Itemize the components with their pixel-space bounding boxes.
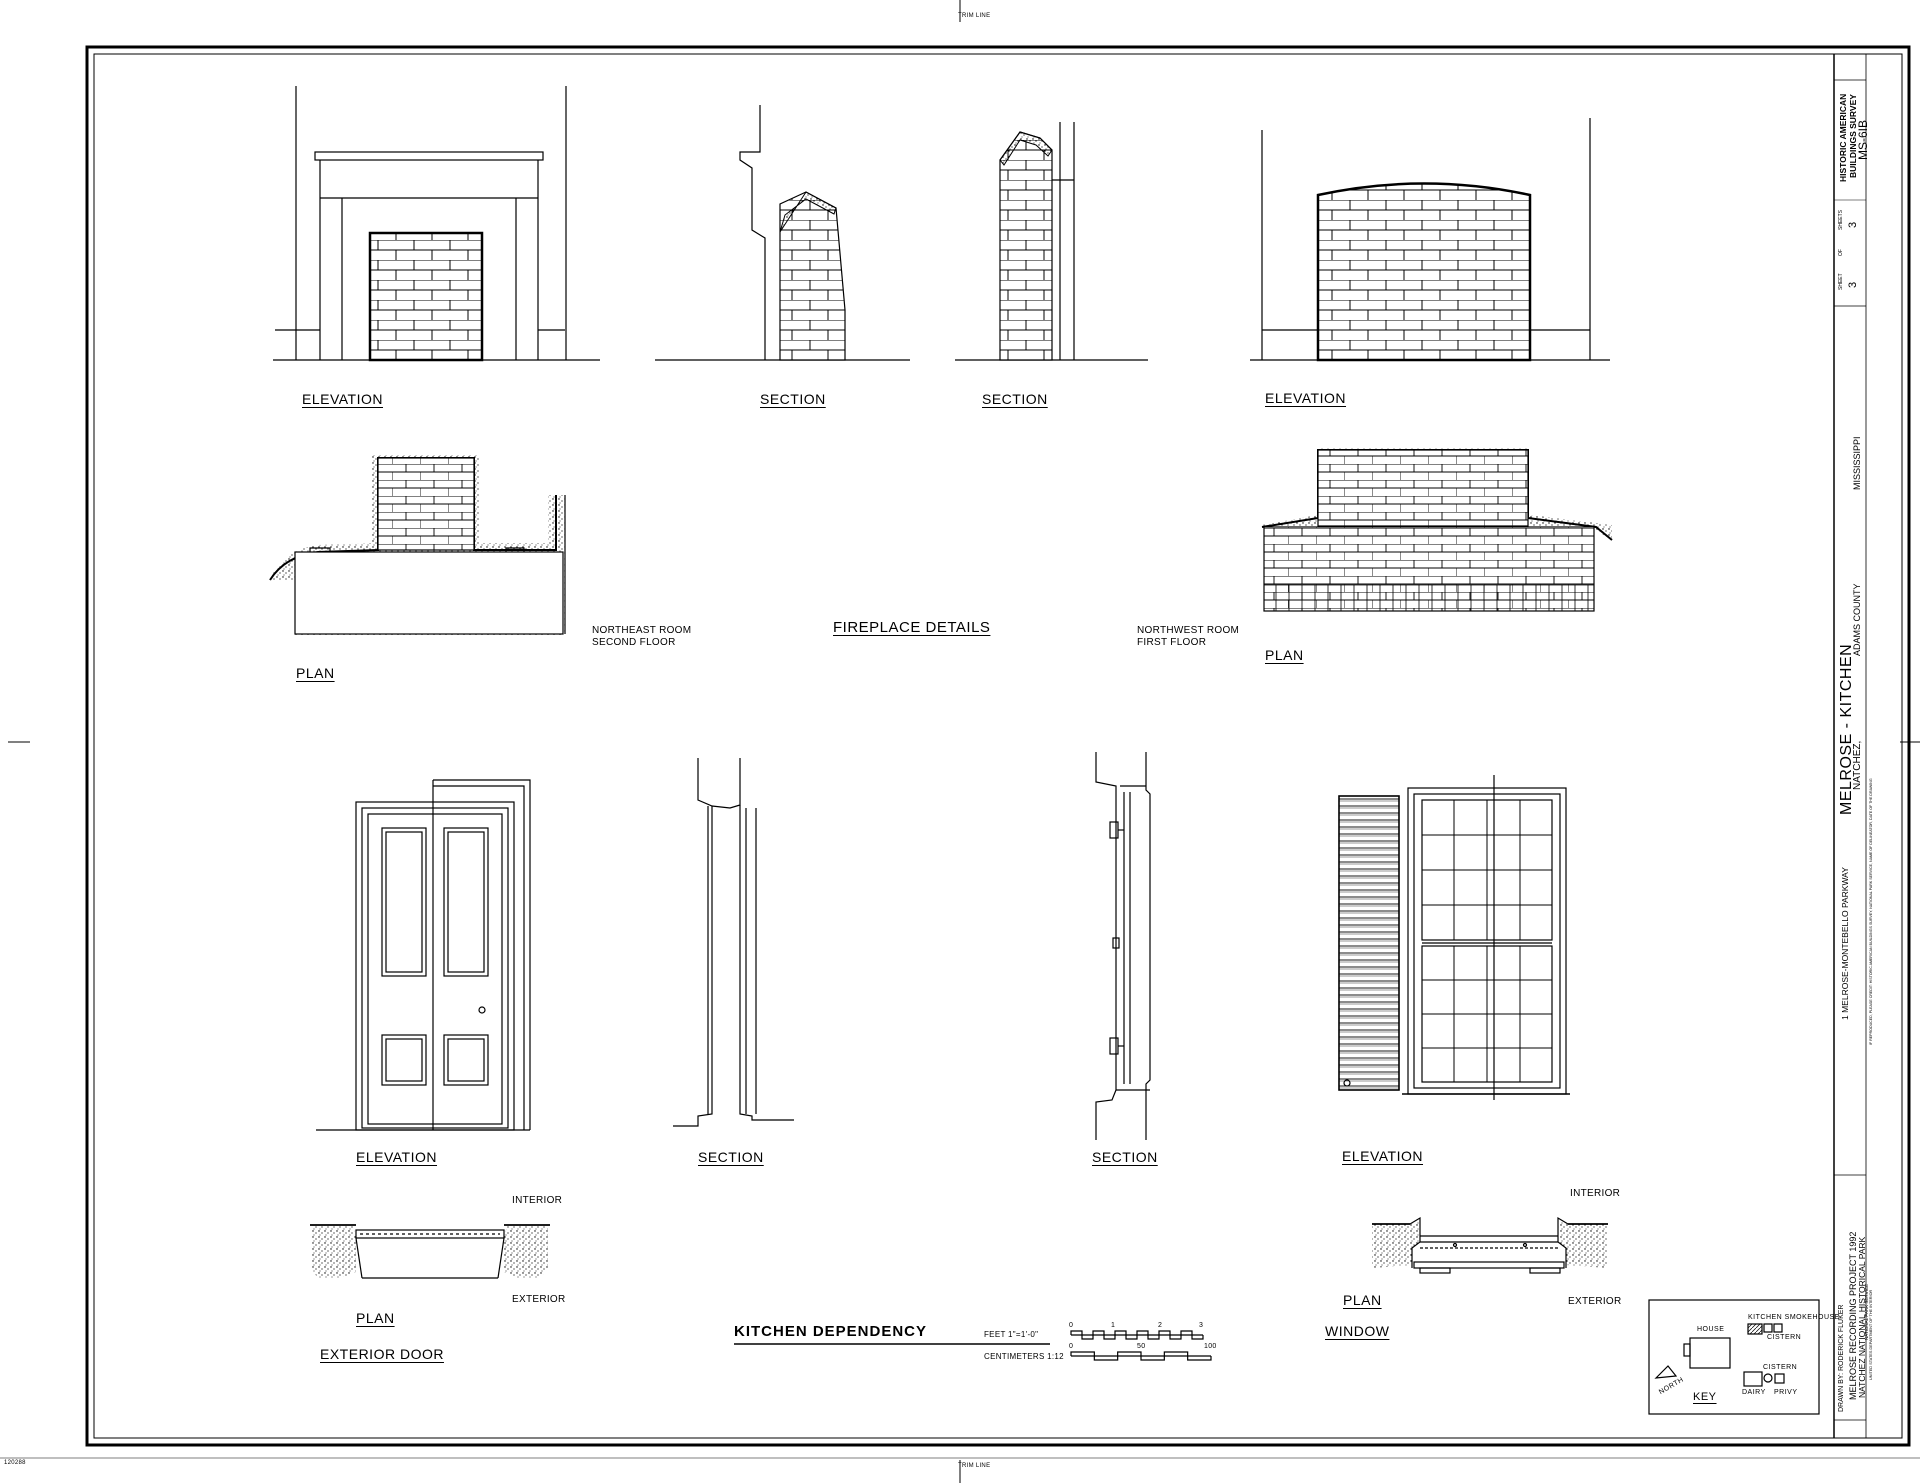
key-title: KEY: [1693, 1391, 1717, 1403]
scale-bars: [1070, 1330, 1212, 1361]
fireplace-ne-elevation: [273, 86, 600, 362]
window-exterior-label: EXTERIOR: [1568, 1296, 1622, 1307]
key-dairy: DAIRY: [1742, 1389, 1766, 1396]
door-interior-label: INTERIOR: [512, 1195, 563, 1206]
tb-address: 1 MELROSE-MONTEBELLO PARKWAY: [1840, 867, 1850, 1020]
tb-sheet-number: 3: [1847, 281, 1859, 288]
fireplace-nw-elevation: [1250, 118, 1610, 362]
door-elevation-label: ELEVATION: [356, 1149, 438, 1165]
door-elevation: [316, 779, 531, 1131]
fireplace-nw-plan-label: PLAN: [1265, 647, 1304, 663]
tb-dept: UNITED STATES DEPARTMENT OF THE INTERIOR: [1869, 1289, 1873, 1380]
fireplace-details-title: FIREPLACE DETAILS: [833, 619, 991, 636]
fireplace-section-2-label: SECTION: [982, 391, 1048, 407]
tb-sheet-label: SHEET: [1838, 273, 1844, 290]
door-title: EXTERIOR DOOR: [320, 1346, 444, 1362]
window-plan: [1372, 1216, 1608, 1274]
fireplace-ne-elevation-label: ELEVATION: [302, 391, 384, 407]
window-section-label: SECTION: [1092, 1149, 1158, 1165]
tb-county: ADAMS COUNTY: [1852, 583, 1862, 656]
key-cistern-1: CISTERN: [1767, 1334, 1802, 1341]
ne-room-line2: SECOND FLOOR: [592, 637, 676, 648]
tb-state: MISSISSIPPI: [1852, 436, 1862, 490]
fireplace-section-1: [655, 105, 910, 361]
cm-tick-100: 100: [1204, 1343, 1217, 1350]
feet-tick-3: 3: [1199, 1322, 1204, 1329]
feet-tick-2: 2: [1158, 1322, 1163, 1329]
fireplace-section-1-label: SECTION: [760, 391, 826, 407]
sheet-code: 120288: [4, 1460, 26, 1466]
door-section-label: SECTION: [698, 1149, 764, 1165]
window-elevation-label: ELEVATION: [1342, 1148, 1424, 1164]
window-section: [1095, 752, 1151, 1140]
kitchen-dependency-title: KITCHEN DEPENDENCY: [734, 1323, 928, 1340]
key-house: HOUSE: [1697, 1326, 1725, 1333]
feet-tick-0: 0: [1069, 1322, 1074, 1329]
tb-city: NATCHEZ,: [1852, 740, 1863, 790]
trim-line-bottom: TRIM LINE: [958, 1463, 991, 1469]
nw-room-line2: FIRST FLOOR: [1137, 637, 1207, 648]
door-plan: [310, 1224, 550, 1279]
window-plan-label: PLAN: [1343, 1292, 1382, 1308]
window-elevation: [1338, 775, 1570, 1100]
trim-line-top: TRIM LINE: [958, 13, 991, 19]
tb-drawn-by: DRAWN BY: RODERICK FLUKER: [1838, 1304, 1845, 1412]
feet-scale-label: FEET 1"=1'-0": [984, 1330, 1039, 1339]
tb-survey-number: MS-6IB: [1856, 119, 1870, 160]
key-cistern-2: CISTERN: [1763, 1364, 1798, 1371]
fireplace-ne-plan-label: PLAN: [296, 665, 335, 681]
site-key: [1648, 1299, 1820, 1415]
key-kitchen-smokehouse: KITCHEN SMOKEHOUSE: [1748, 1314, 1840, 1321]
cm-tick-0: 0: [1069, 1343, 1074, 1350]
door-exterior-label: EXTERIOR: [512, 1294, 566, 1305]
cm-tick-50: 50: [1137, 1343, 1146, 1350]
feet-tick-1: 1: [1111, 1322, 1116, 1329]
fireplace-nw-plan: [1261, 448, 1613, 612]
tb-sheets-label: SHEETS: [1838, 209, 1844, 230]
window-interior-label: INTERIOR: [1570, 1188, 1621, 1199]
tb-credit: IF REPRODUCED, PLEASE CREDIT: HISTORIC A…: [1869, 778, 1873, 1045]
nw-room-line1: NORTHWEST ROOM: [1137, 625, 1240, 636]
door-plan-label: PLAN: [356, 1310, 395, 1326]
door-section: [673, 758, 794, 1127]
fireplace-nw-elevation-label: ELEVATION: [1265, 390, 1347, 406]
fireplace-section-2: [955, 122, 1148, 361]
fireplace-ne-plan: [269, 455, 566, 635]
tb-agency-line1: HISTORIC AMERICAN: [1838, 93, 1848, 182]
key-privy: PRIVY: [1774, 1389, 1798, 1396]
tb-of-label: OF: [1838, 249, 1844, 256]
cm-scale-label: CENTIMETERS 1:12: [984, 1352, 1064, 1361]
ne-room-line1: NORTHEAST ROOM: [592, 625, 692, 636]
tb-sheets-total: 3: [1847, 221, 1859, 228]
window-title: WINDOW: [1325, 1323, 1390, 1339]
